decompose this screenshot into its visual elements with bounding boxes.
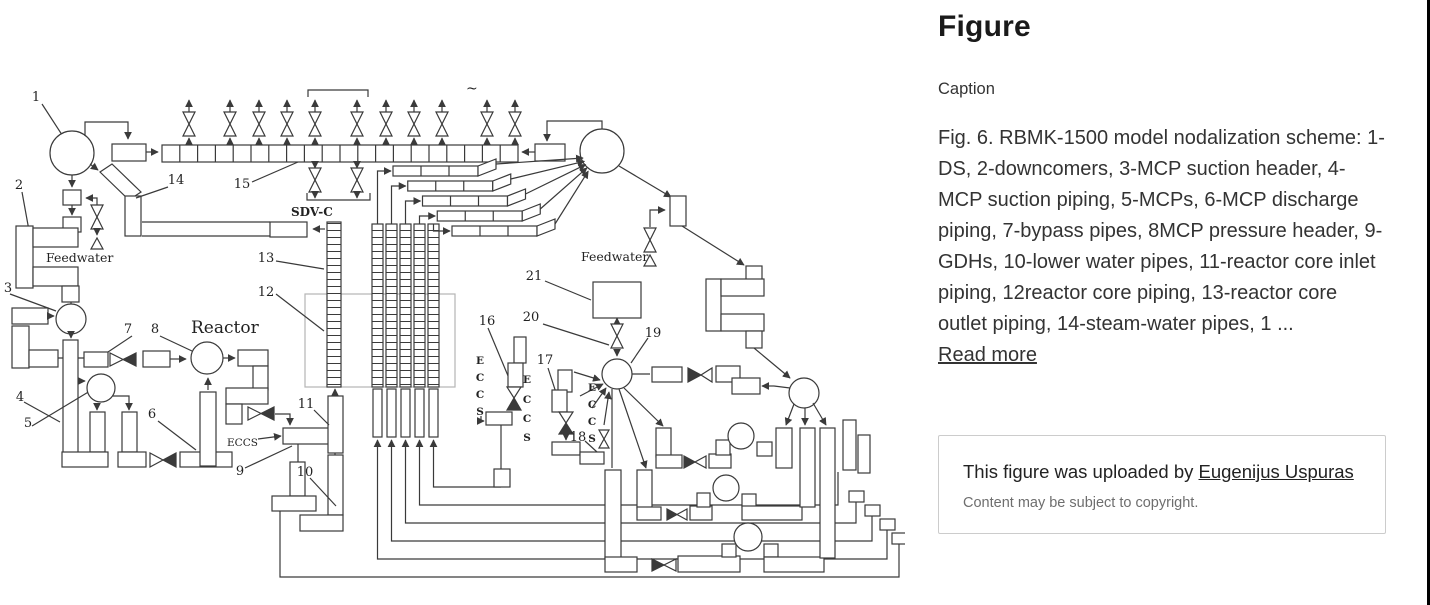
core-and-header-linework bbox=[161, 99, 589, 463]
tilde-mark: ~ bbox=[466, 81, 478, 97]
diagram-label-8: 8 bbox=[151, 322, 159, 337]
svg-text:C: C bbox=[588, 416, 596, 428]
page-title: Figure bbox=[938, 10, 1031, 43]
uploader-link[interactable]: Eugenijus Uspuras bbox=[1198, 461, 1354, 482]
sdv-c-label: SDV-C bbox=[291, 205, 333, 219]
diagram-label-14: 14 bbox=[168, 173, 185, 188]
svg-text:S: S bbox=[523, 432, 531, 444]
diagram-label-20: 20 bbox=[523, 310, 540, 325]
diagram-label-2: 2 bbox=[15, 178, 23, 193]
diagram-label-4: 4 bbox=[16, 390, 24, 405]
svg-text:S: S bbox=[588, 433, 596, 445]
feedwater-right-label: Feedwater bbox=[581, 249, 648, 264]
nodalization-diagram: 1 2 3 4 5 6 7 8 9 10 11 12 13 14 15 16 1… bbox=[4, 81, 905, 578]
read-more-link[interactable]: Read more bbox=[938, 344, 1037, 366]
upload-note-text: This figure was uploaded by bbox=[963, 461, 1194, 482]
diagram-label-13: 13 bbox=[258, 251, 275, 266]
svg-text:C: C bbox=[476, 389, 484, 401]
figure-caption: Fig. 6. RBMK-1500 model nodalization sch… bbox=[938, 123, 1386, 371]
copyright-note: Content may be subject to copyright. bbox=[963, 495, 1199, 511]
caption-label: Caption bbox=[938, 80, 995, 98]
svg-text:E: E bbox=[588, 382, 596, 394]
diagram-label-7: 7 bbox=[124, 322, 132, 337]
svg-text:E: E bbox=[523, 374, 531, 386]
upload-note: This figure was uploaded by Eugenijus Us… bbox=[963, 456, 1361, 487]
diagram-label-15: 15 bbox=[234, 177, 251, 192]
window-edge bbox=[1427, 0, 1430, 605]
diagram-label-11: 11 bbox=[298, 397, 315, 412]
reactor-label: Reactor bbox=[191, 318, 260, 338]
diagram-label-1: 1 bbox=[32, 90, 40, 105]
eccs-vertical-label-2: E C C S bbox=[523, 374, 531, 444]
diagram-label-19: 19 bbox=[645, 326, 662, 341]
eccs-vertical-label-3: E C C S bbox=[588, 382, 596, 445]
svg-text:C: C bbox=[523, 394, 531, 406]
diagram-label-3: 3 bbox=[4, 281, 12, 296]
diagram-label-18: 18 bbox=[570, 430, 587, 445]
svg-text:S: S bbox=[476, 406, 484, 418]
figure-side-panel: Figure Caption Fig. 6. RBMK-1500 model n… bbox=[938, 0, 1386, 534]
svg-text:C: C bbox=[523, 413, 531, 425]
diagram-labels: 1 2 3 4 5 6 7 8 9 10 11 12 13 14 15 16 1… bbox=[4, 81, 661, 480]
diagram-label-17: 17 bbox=[537, 353, 554, 368]
diagram-label-10: 10 bbox=[297, 465, 314, 480]
eccs-label: ECCS bbox=[227, 437, 258, 449]
eccs-vertical-label-1: E C C S bbox=[476, 355, 484, 418]
svg-text:C: C bbox=[476, 372, 484, 384]
diagram-label-6: 6 bbox=[148, 407, 156, 422]
figure-image[interactable]: 1 2 3 4 5 6 7 8 9 10 11 12 13 14 15 16 1… bbox=[0, 0, 905, 605]
diagram-label-16: 16 bbox=[479, 314, 496, 329]
svg-text:E: E bbox=[476, 355, 484, 367]
diagram-label-12: 12 bbox=[258, 285, 275, 300]
caption-text: Fig. 6. RBMK-1500 model nodalization sch… bbox=[938, 127, 1385, 335]
diagram-label-21: 21 bbox=[526, 269, 543, 284]
diagram-linework bbox=[9, 89, 871, 573]
diagram-label-9: 9 bbox=[236, 464, 244, 479]
feedwater-left-label: Feedwater bbox=[46, 250, 113, 265]
upload-attribution-box: This figure was uploaded by Eugenijus Us… bbox=[938, 435, 1386, 534]
diagram-label-5: 5 bbox=[24, 416, 32, 431]
svg-text:C: C bbox=[588, 399, 596, 411]
